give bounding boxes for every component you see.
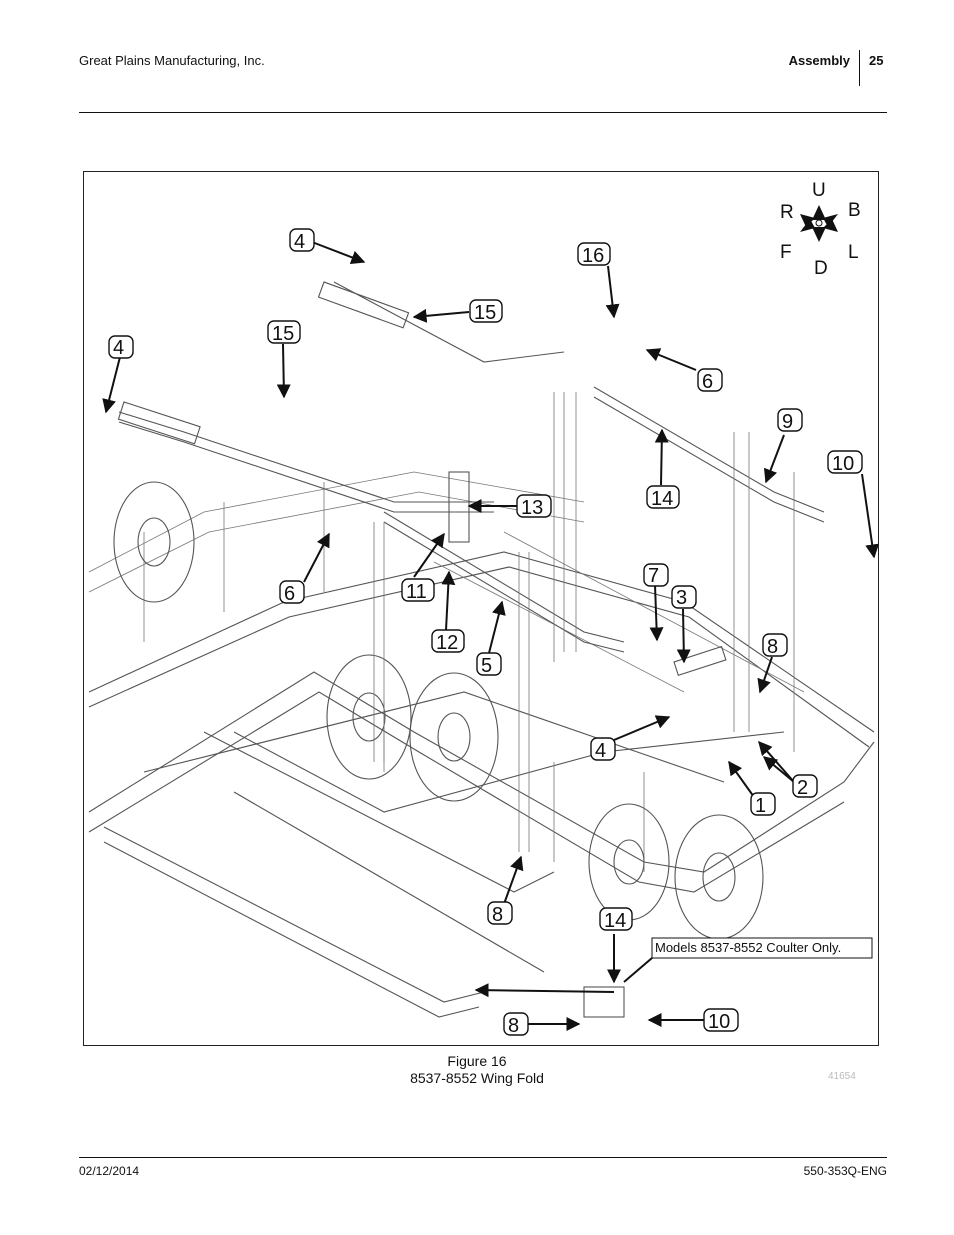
svg-text:16: 16: [582, 245, 604, 267]
coulter-note: Models 8537-8552 Coulter Only.: [651, 937, 873, 959]
compass-arrow-front-icon: [800, 219, 815, 232]
svg-text:4: 4: [294, 231, 305, 253]
figure-frame: U B L D F R: [83, 171, 879, 1046]
callout-14-top: 14: [646, 485, 680, 510]
leader-lines: [102, 241, 878, 1031]
svg-text:12: 12: [436, 632, 458, 654]
callout-2: 2: [792, 774, 818, 799]
figure-caption-title: 8537-8552 Wing Fold: [410, 1070, 544, 1086]
svg-text:15: 15: [272, 323, 294, 345]
svg-text:6: 6: [284, 583, 295, 605]
callout-5: 5: [476, 652, 502, 677]
compass-arrow-right-icon: [800, 214, 815, 227]
wing-fold-diagram: U B L D F R: [88, 180, 878, 1037]
svg-text:8: 8: [508, 1015, 519, 1037]
footer-date: 02/12/2014: [79, 1164, 140, 1178]
figure-caption: Figure 16 8537-8552 Wing Fold: [377, 1053, 577, 1087]
header-separator: [859, 50, 860, 86]
callout-13: 13: [516, 494, 552, 519]
compass-left-label: L: [848, 242, 859, 263]
callout-3: 3: [671, 585, 697, 609]
footer-rule: [79, 1157, 887, 1158]
svg-text:14: 14: [604, 910, 626, 932]
callout-7: 7: [643, 563, 669, 587]
header-company: Great Plains Manufacturing, Inc.: [79, 53, 265, 68]
callout-4-top: 4: [289, 228, 315, 253]
svg-text:7: 7: [648, 565, 659, 587]
callout-16: 16: [577, 242, 611, 267]
header-rule: [79, 112, 887, 113]
compass-back-label: B: [848, 200, 861, 221]
svg-text:8: 8: [492, 904, 503, 926]
callout-10-bottom: 10: [703, 1008, 739, 1033]
svg-text:10: 10: [708, 1011, 730, 1033]
callout-12: 12: [431, 629, 465, 654]
compass-front-label: F: [780, 242, 792, 263]
svg-text:2: 2: [797, 777, 808, 799]
svg-text:8: 8: [767, 636, 778, 658]
callout-15-left: 15: [267, 320, 301, 345]
machine-frame-illustration: [88, 281, 875, 1018]
callout-4-middle: 4: [590, 737, 616, 762]
callout-14-bottom: 14: [599, 907, 633, 932]
svg-text:4: 4: [595, 740, 606, 762]
svg-text:14: 14: [651, 488, 673, 510]
svg-text:6: 6: [702, 371, 713, 393]
svg-text:3: 3: [676, 587, 687, 609]
coulter-note-text: Models 8537-8552 Coulter Only.: [655, 940, 841, 955]
callout-8-bottom: 8: [487, 901, 513, 926]
compass-down-label: D: [814, 258, 828, 279]
compass-arrow-back-icon: [823, 214, 838, 227]
compass-arrow-up-icon: [812, 205, 826, 220]
svg-text:5: 5: [481, 655, 492, 677]
callout-6-right: 6: [697, 368, 723, 393]
callout-4-left: 4: [108, 335, 134, 359]
callout-8-right: 8: [762, 633, 788, 658]
svg-text:4: 4: [113, 337, 124, 359]
svg-text:13: 13: [521, 497, 543, 519]
svg-text:10: 10: [832, 453, 854, 475]
svg-text:1: 1: [755, 795, 766, 817]
callout-8-bracket: 8: [503, 1012, 529, 1037]
figure-reference-number: 41654: [828, 1071, 856, 1082]
figure-caption-number: Figure 16: [447, 1053, 507, 1069]
callout-6-left: 6: [279, 580, 305, 605]
compass-right-label: R: [780, 202, 794, 223]
page-number: 25: [869, 53, 884, 68]
compass-up-label: U: [812, 180, 826, 201]
svg-text:11: 11: [406, 581, 427, 603]
compass-arrow-left-icon: [823, 219, 838, 232]
header-section-title: Assembly: [788, 53, 850, 68]
svg-text:15: 15: [474, 302, 496, 324]
callout-9: 9: [777, 408, 803, 433]
compass-arrow-down-icon: [812, 227, 826, 242]
footer-doc-number: 550-353Q-ENG: [803, 1164, 887, 1178]
callout-10-top: 10: [827, 450, 863, 475]
compass-rose: U B L D F R: [780, 180, 861, 279]
callout-15-top: 15: [469, 299, 503, 324]
svg-text:9: 9: [782, 411, 793, 433]
callout-11: 11: [401, 578, 435, 603]
callout-1: 1: [750, 792, 776, 817]
